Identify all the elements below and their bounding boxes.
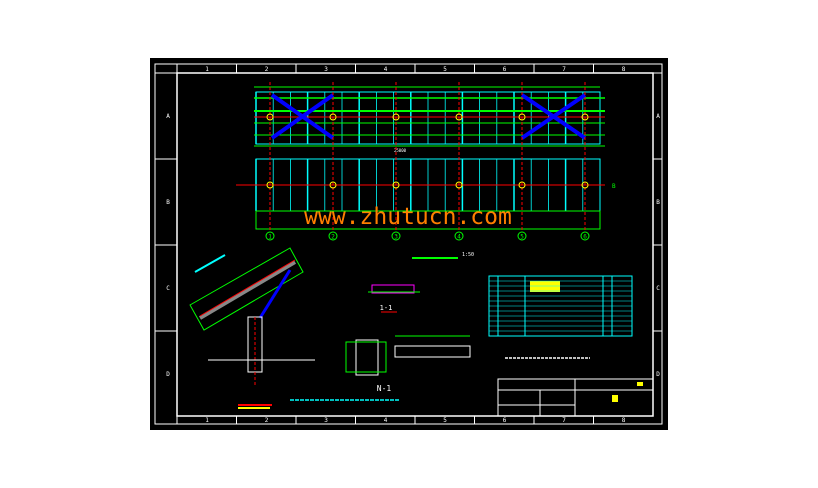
axis-label: 5: [520, 234, 524, 241]
row-marker-right: C: [656, 285, 660, 292]
axis-bubble: [265, 231, 275, 241]
column-node: [266, 181, 274, 189]
overall-dimension: 25000: [394, 148, 407, 153]
column-marker-top: 5: [443, 66, 447, 73]
column-marker-top: 6: [503, 66, 507, 73]
axis-label: 4: [457, 234, 461, 241]
column-marker-top: 2: [265, 66, 269, 73]
column-node: [455, 113, 463, 121]
row-marker-right: D: [656, 371, 660, 378]
axis-bubble: [328, 231, 338, 241]
truss-detail: [189, 247, 400, 409]
axis-bubble: [580, 231, 590, 241]
column-node: [392, 113, 400, 121]
section-1-label: 1-1: [380, 304, 393, 312]
column-marker-top: 4: [384, 66, 388, 73]
column-marker-top: 8: [622, 66, 626, 73]
column-marker-bottom: 2: [265, 417, 269, 424]
column-marker-bottom: 5: [443, 417, 447, 424]
watermark: www.zhutucn.com: [304, 204, 512, 230]
column-node: [329, 113, 337, 121]
column-marker-bottom: 7: [562, 417, 566, 424]
column-node: [518, 113, 526, 121]
title-block: [497, 378, 654, 417]
column-marker-bottom: 6: [503, 417, 507, 424]
axis-label: 3: [394, 234, 398, 241]
column-marker-bottom: 8: [622, 417, 626, 424]
column-node: [581, 113, 589, 121]
axis-bubble: [391, 231, 401, 241]
row-marker-right: A: [656, 113, 660, 120]
row-markers: A A B B C C D D: [155, 72, 662, 378]
column-node: [455, 181, 463, 189]
row-marker-left: B: [166, 199, 170, 206]
axis-bubble: [454, 231, 464, 241]
section-details: 1-1 N-1 1:50: [345, 252, 474, 393]
drawing-background: [150, 58, 668, 430]
roof-plan: 25000: [254, 86, 605, 153]
material-table: [488, 275, 633, 337]
outer-frame: [154, 63, 663, 425]
axis-bubbles: 1 2 3 4 5 6: [265, 82, 590, 241]
axis-label: 2: [331, 234, 335, 241]
column-plan: B: [236, 158, 616, 230]
column-node: [266, 113, 274, 121]
column-node: [581, 181, 589, 189]
row-marker-right: B: [656, 199, 660, 206]
row-marker-left: A: [166, 113, 170, 120]
column-marker-bottom: 4: [384, 417, 388, 424]
column-marker-top: 1: [205, 66, 209, 73]
axis-label: 1: [268, 234, 272, 241]
column-marker-bottom: 1: [205, 417, 209, 424]
column-node: [329, 181, 337, 189]
row-marker-left: D: [166, 371, 170, 378]
axis-label: 6: [583, 234, 587, 241]
column-marker-top: 3: [324, 66, 328, 73]
axis-bubble: [517, 231, 527, 241]
column-marker-top: 7: [562, 66, 566, 73]
column-marker-bottom: 3: [324, 417, 328, 424]
row-marker-left: C: [166, 285, 170, 292]
column-node: [518, 181, 526, 189]
column-node: [392, 181, 400, 189]
column-markers: 1 1 2 2 3 3 4 4 5 5 6 6 7 7 8 8: [176, 64, 626, 424]
row-axis-label: B: [612, 183, 616, 190]
scale-label: 1:50: [462, 252, 474, 258]
section-n-label: N-1: [377, 384, 392, 393]
